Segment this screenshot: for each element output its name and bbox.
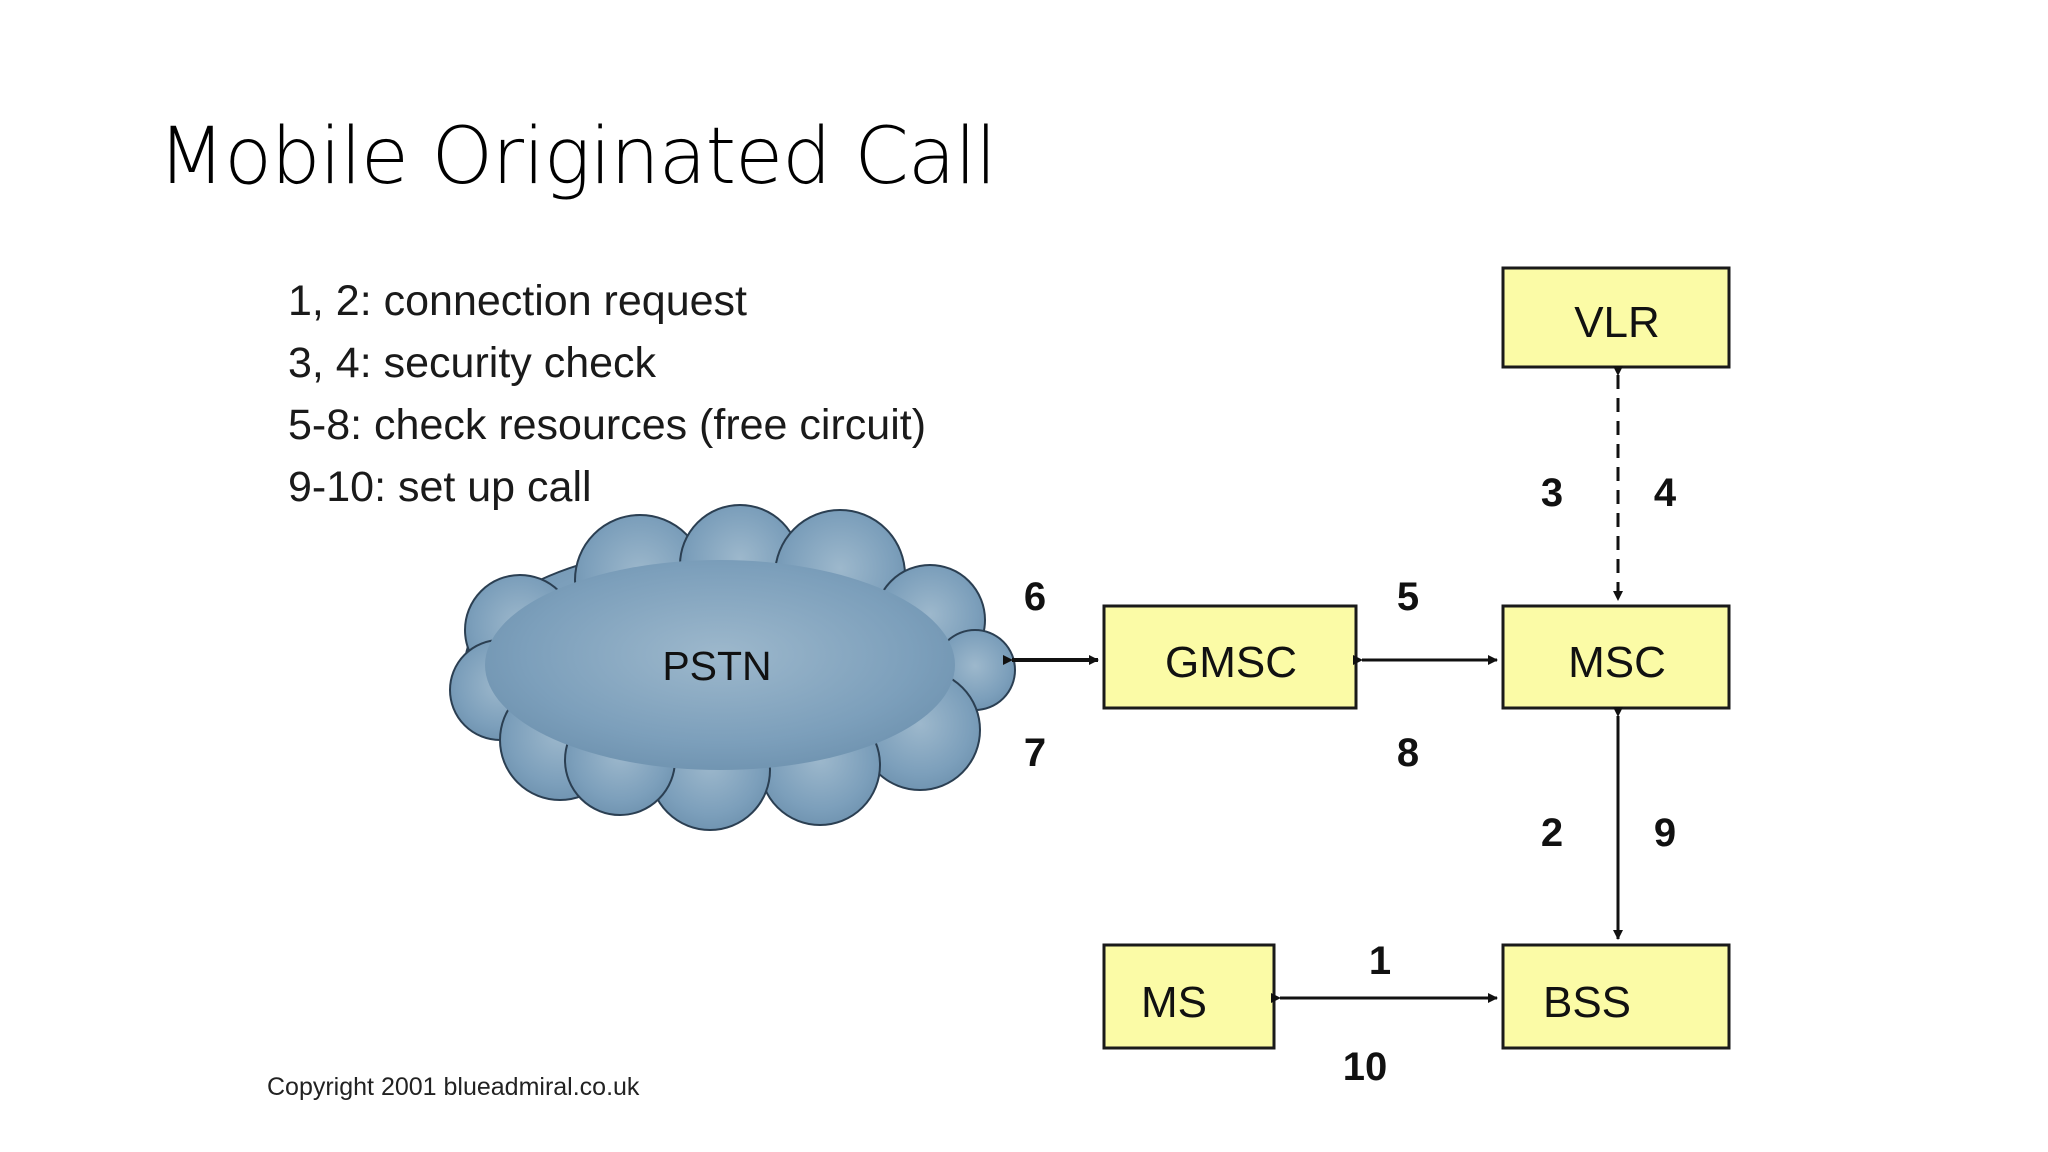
step-7: 7 [1024,731,1046,775]
vlr-box: VLR [1501,266,1731,369]
step-8: 8 [1397,731,1419,775]
ms-box: MS [1102,943,1276,1050]
legend-connection-request: 1, 2: connection request [288,277,747,325]
msc-box: MSC [1501,604,1731,710]
step-9: 9 [1654,811,1676,855]
ms-label: MS [1141,978,1207,1027]
vlr-label: VLR [1574,298,1660,347]
gmsc-box: GMSC [1102,604,1358,710]
gmsc-label: GMSC [1165,638,1297,687]
copyright-notice: Copyright 2001 blueadmiral.co.uk [267,1073,640,1101]
msc-label: MSC [1568,638,1666,687]
step-1: 1 [1369,939,1391,983]
slide-title: Mobile Originated Call [158,112,997,202]
legend-set-up-call: 9-10: set up call [288,463,592,511]
step-6: 6 [1024,575,1046,619]
step-4: 4 [1654,471,1677,515]
bss-label: BSS [1543,978,1631,1027]
step-10: 10 [1343,1045,1388,1089]
step-5: 5 [1397,575,1419,619]
step-2: 2 [1541,811,1563,855]
pstn-cloud: PSTN [449,504,1016,831]
legend-security-check: 3, 4: security check [288,339,657,387]
bss-box: BSS [1501,943,1731,1050]
step-3: 3 [1541,471,1563,515]
pstn-label: PSTN [662,643,771,689]
legend-check-resources: 5-8: check resources (free circuit) [288,401,927,449]
